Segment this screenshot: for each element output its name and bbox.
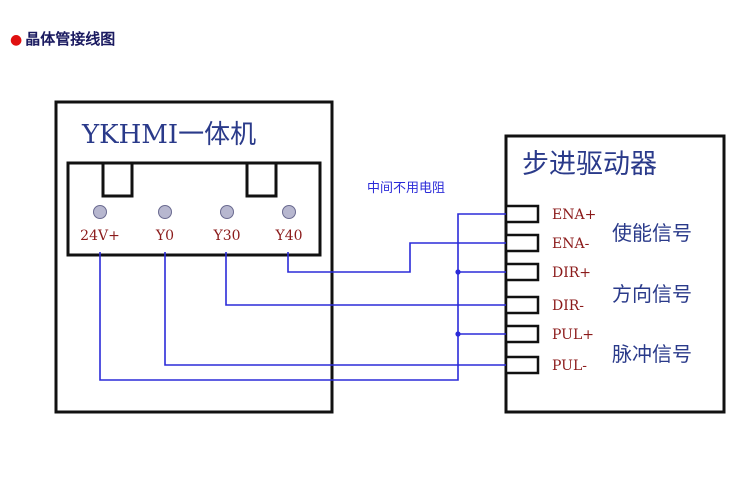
driver-title: 步进驱动器: [522, 149, 657, 180]
bullet-icon: ●: [10, 32, 23, 48]
hmi-title: YKHMI一体机: [81, 120, 256, 150]
resistor-note: 中间不用电阻: [367, 181, 445, 196]
wire-y0-pul-minus: [164, 252, 506, 366]
driver-pin-label: DIR-: [552, 298, 584, 314]
terminal-screw: [220, 205, 234, 219]
terminal-block: [66, 161, 322, 257]
heading-title: 晶体管接线图: [25, 30, 116, 48]
signal-group-label: 脉冲信号: [612, 342, 692, 366]
driver-pin-box: [504, 233, 540, 253]
signal-group-label: 使能信号: [612, 221, 692, 245]
wire-y30-dir-minus: [225, 252, 506, 306]
wires: [99, 213, 506, 381]
terminal-tab-left: [101, 161, 134, 198]
terminal-label: 24V+: [80, 228, 120, 244]
signal-group-label: 方向信号: [612, 282, 692, 306]
driver-pin-label: ENA+: [552, 207, 596, 223]
terminal-tab-right: [245, 161, 278, 198]
wire-y40-ena-minus: [287, 242, 506, 273]
driver-pin-box: [504, 295, 540, 315]
junction-dot: [455, 269, 461, 275]
terminal-screw: [158, 205, 172, 219]
junction-dot: [455, 331, 461, 337]
driver-pin-box: [504, 262, 540, 282]
driver-pin-label: DIR+: [552, 265, 591, 281]
driver-pin-label: PUL-: [552, 358, 587, 374]
terminal-label: Y0: [155, 228, 174, 244]
hmi-box: [54, 100, 334, 414]
terminal-screw: [282, 205, 296, 219]
driver-pin-box: [504, 355, 540, 375]
terminal-label: Y40: [274, 228, 302, 244]
driver-pin-label: ENA-: [552, 236, 590, 252]
terminal-list: 24V+ Y0 Y30 Y40: [80, 205, 303, 244]
terminal-screw: [93, 205, 107, 219]
terminal-label: Y30: [212, 228, 240, 244]
diagram-heading: ●晶体管接线图: [10, 28, 115, 49]
driver-pin-list: ENA+ ENA- DIR+ DIR- PUL+ PUL-: [504, 204, 596, 375]
driver-pin-label: PUL+: [552, 327, 594, 343]
driver-pin-box: [504, 204, 540, 224]
wire-24v-common: [99, 213, 506, 381]
driver-pin-box: [504, 324, 540, 344]
